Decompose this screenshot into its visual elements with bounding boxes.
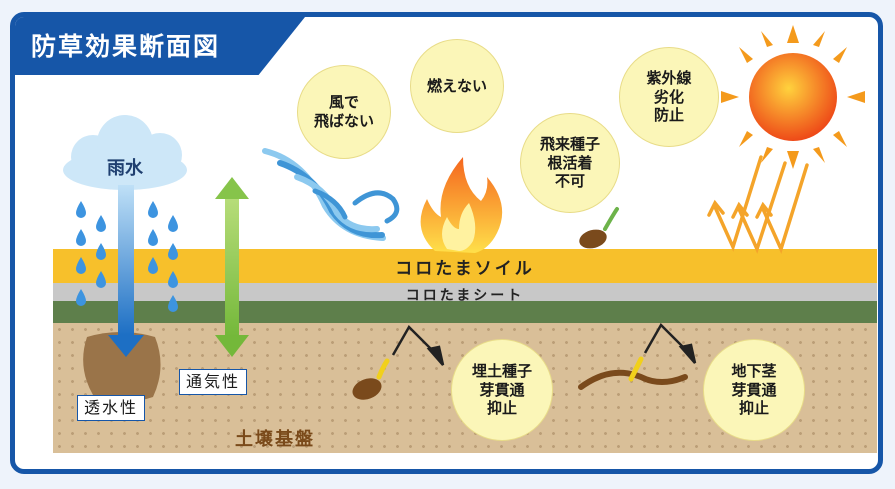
buried-seed-icon — [352, 358, 390, 400]
uv-protection-bubble: 紫外線 劣化 防止 — [619, 47, 719, 147]
permeability-tag: 透水性 — [77, 395, 146, 421]
seed-rooting-bubble: 飛来種子 根活着 不可 — [520, 113, 620, 213]
diagram-frame: 防草効果断面図 コロたまソイル コロたまシート — [10, 12, 883, 474]
nonflammable-bubble: 燃えない — [410, 39, 504, 133]
illustration-layer — [63, 25, 865, 402]
wind-resistance-bubble: 風で 飛ばない — [297, 65, 391, 159]
sheet-label: コロたまシート — [405, 288, 525, 304]
uv-reflection-arrows-icon — [707, 155, 809, 254]
rain-label: 雨水 — [107, 158, 143, 179]
top-soil-label: コロたまソイル — [395, 259, 535, 279]
cloud-icon — [63, 115, 187, 190]
wind-icon — [262, 148, 400, 241]
rhizome-icon — [578, 356, 688, 390]
page-title: 防草効果断面図 — [31, 32, 221, 61]
top-soil-layer — [53, 249, 877, 283]
water-flow-arrow-icon — [108, 185, 144, 357]
fire-icon — [420, 157, 503, 253]
title-tab — [15, 17, 305, 75]
raindrop-icons — [76, 201, 178, 312]
sun-icon — [721, 25, 865, 169]
buried-seed-bubble: 埋土種子 芽貫通 抑止 — [451, 339, 553, 441]
ventilation-tag: 通気性 — [179, 369, 248, 395]
blocked-sprout-arrow-icon — [391, 324, 445, 366]
rhizome-bubble: 地下茎 芽貫通 抑止 — [703, 339, 805, 441]
base-layer — [53, 301, 877, 323]
wet-soil-mound — [83, 332, 161, 402]
blocked-rhizome-arrow-icon — [643, 322, 697, 364]
air-flow-arrow-icon — [215, 177, 249, 357]
seed-icon — [579, 207, 619, 249]
sheet-layer — [53, 283, 877, 301]
ground-label: 土壌基盤 — [235, 429, 315, 450]
